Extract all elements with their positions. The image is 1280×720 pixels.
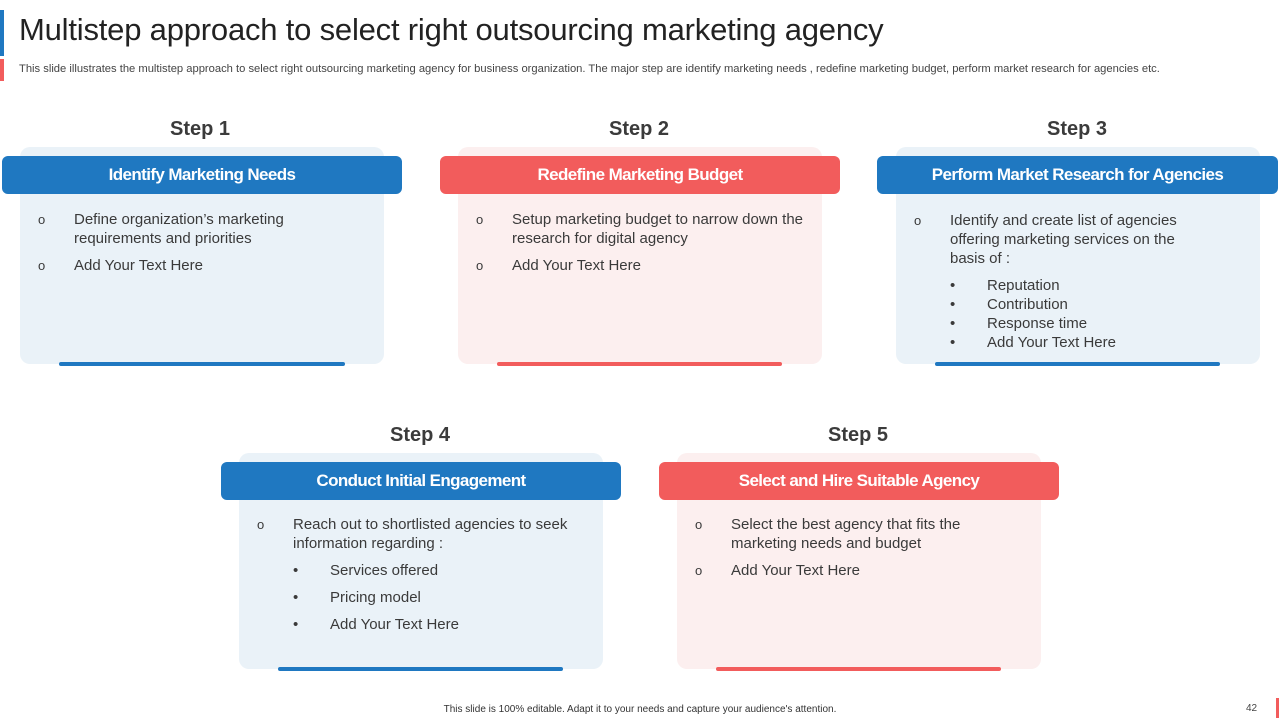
list-item: o Define organization’s marketing requir… bbox=[38, 210, 338, 248]
list-item-text: Select the best agency that fits the mar… bbox=[731, 516, 961, 552]
circle-bullet-icon: o bbox=[476, 212, 484, 227]
sub-list-item: • Add Your Text Here bbox=[257, 615, 587, 634]
circle-bullet-icon: o bbox=[476, 258, 484, 273]
step-2-content: o Setup marketing budget to narrow down … bbox=[476, 210, 806, 283]
step-2-header: Redefine Marketing Budget bbox=[440, 156, 840, 194]
sub-list-item-text: Add Your Text Here bbox=[987, 334, 1116, 351]
step-1-label: Step 1 bbox=[169, 118, 231, 140]
sub-list-item: • Response time bbox=[914, 314, 1194, 333]
sub-list-item-text: Response time bbox=[987, 315, 1088, 332]
slide-title: Multistep approach to select right outso… bbox=[19, 12, 884, 47]
sub-list-item: • Pricing model bbox=[257, 588, 587, 607]
list-item: o Select the best agency that fits the m… bbox=[695, 515, 995, 553]
sub-list-item-text: Pricing model bbox=[330, 589, 421, 606]
sub-list-item: • Add Your Text Here bbox=[914, 333, 1194, 352]
dot-bullet-icon: • bbox=[293, 616, 299, 633]
dot-bullet-icon: • bbox=[950, 334, 956, 351]
sub-list-item: • Services offered bbox=[257, 561, 587, 580]
circle-bullet-icon: o bbox=[695, 563, 703, 578]
title-accent-bar bbox=[0, 10, 4, 56]
step-2-underline bbox=[497, 362, 782, 366]
list-item: o Add Your Text Here bbox=[476, 256, 806, 275]
page-number: 42 bbox=[1246, 703, 1258, 714]
circle-bullet-icon: o bbox=[38, 212, 46, 227]
step-5-underline bbox=[716, 667, 1001, 671]
sub-list-item: • Contribution bbox=[914, 295, 1194, 314]
list-item-text: Add Your Text Here bbox=[731, 562, 860, 579]
step-4-label: Step 4 bbox=[389, 424, 451, 446]
sub-list-item-text: Add Your Text Here bbox=[330, 616, 459, 633]
step-3-underline bbox=[935, 362, 1220, 366]
step-5-label: Step 5 bbox=[827, 424, 889, 446]
circle-bullet-icon: o bbox=[695, 517, 703, 532]
step-1-content: o Define organization’s marketing requir… bbox=[38, 210, 338, 283]
step-4-underline bbox=[278, 667, 563, 671]
page-accent-bar bbox=[1276, 698, 1279, 718]
sub-list-item-text: Services offered bbox=[330, 562, 439, 579]
list-item: o Setup marketing budget to narrow down … bbox=[476, 210, 806, 248]
dot-bullet-icon: • bbox=[293, 589, 299, 606]
circle-bullet-icon: o bbox=[257, 517, 265, 532]
step-3-label: Step 3 bbox=[1046, 118, 1108, 140]
step-3-content: o Identify and create list of agencies o… bbox=[914, 211, 1194, 352]
step-2-label: Step 2 bbox=[608, 118, 670, 140]
dot-bullet-icon: • bbox=[293, 562, 299, 579]
step-1-underline bbox=[59, 362, 345, 366]
step-1-header: Identify Marketing Needs bbox=[2, 156, 402, 194]
description-accent-bar bbox=[0, 59, 4, 81]
dot-bullet-icon: • bbox=[950, 277, 956, 294]
sub-list-item-text: Reputation bbox=[987, 277, 1060, 294]
step-5-header: Select and Hire Suitable Agency bbox=[659, 462, 1059, 500]
step-4-header: Conduct Initial Engagement bbox=[221, 462, 621, 500]
list-item-text: Reach out to shortlisted agencies to see… bbox=[293, 516, 568, 552]
step-3-header: Perform Market Research for Agencies bbox=[877, 156, 1278, 194]
list-item-text: Identify and create list of agencies off… bbox=[950, 212, 1177, 267]
list-item: o Reach out to shortlisted agencies to s… bbox=[257, 515, 587, 553]
step-4-content: o Reach out to shortlisted agencies to s… bbox=[257, 515, 587, 642]
step-5-content: o Select the best agency that fits the m… bbox=[695, 515, 995, 588]
list-item: o Add Your Text Here bbox=[38, 256, 338, 275]
circle-bullet-icon: o bbox=[914, 213, 922, 228]
list-item: o Add Your Text Here bbox=[695, 561, 995, 580]
list-item-text: Define organization’s marketing requirem… bbox=[74, 211, 284, 247]
dot-bullet-icon: • bbox=[950, 315, 956, 332]
list-item-text: Add Your Text Here bbox=[74, 257, 203, 274]
sub-list-item: • Reputation bbox=[914, 276, 1194, 295]
list-item-text: Add Your Text Here bbox=[512, 257, 641, 274]
dot-bullet-icon: • bbox=[950, 296, 956, 313]
slide-footer: This slide is 100% editable. Adapt it to… bbox=[443, 704, 837, 715]
slide-description: This slide illustrates the multistep app… bbox=[19, 63, 1160, 75]
sub-list-item-text: Contribution bbox=[987, 296, 1068, 313]
circle-bullet-icon: o bbox=[38, 258, 46, 273]
list-item: o Identify and create list of agencies o… bbox=[914, 211, 1194, 268]
list-item-text: Setup marketing budget to narrow down th… bbox=[512, 211, 804, 247]
